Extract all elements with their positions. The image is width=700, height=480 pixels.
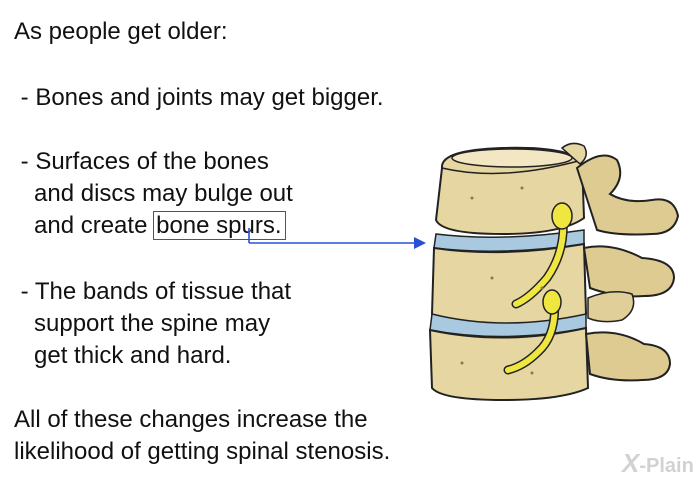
arrow-head [414,237,426,249]
bullet-line: and create [14,212,155,239]
bullet-line: - Surfaces of the bones [14,148,269,175]
bullet-bones-joints: - Bones and joints may get bigger. [14,84,384,111]
bullet-line: support the spine may [14,310,271,337]
intro-heading: As people get older: [14,18,228,45]
bone-spurs-highlight: bone spurs. [153,211,286,240]
bullet-line: get thick and hard. [14,342,232,369]
spine-illustration [428,142,680,402]
xplain-logo: X-Plain [622,448,694,479]
bullet-bone-spurs: - Surfaces of the bones and discs may bu… [14,146,293,242]
upper-vertebra [434,142,680,236]
bone-texture [460,186,544,375]
logo-text: -Plain [639,455,694,477]
conclusion-line: likelihood of getting spinal stenosis. [14,438,391,465]
conclusion-line: All of these changes increase the [14,406,368,433]
bullet-line: - The bands of tissue that [14,278,292,305]
logo-mark: X [622,448,640,478]
bullet-tissue-bands: - The bands of tissue that support the s… [14,276,291,372]
bullet-line: and discs may bulge out [14,180,293,207]
lower-vertebra [428,326,672,402]
conclusion-text: All of these changes increase the likeli… [14,404,390,468]
